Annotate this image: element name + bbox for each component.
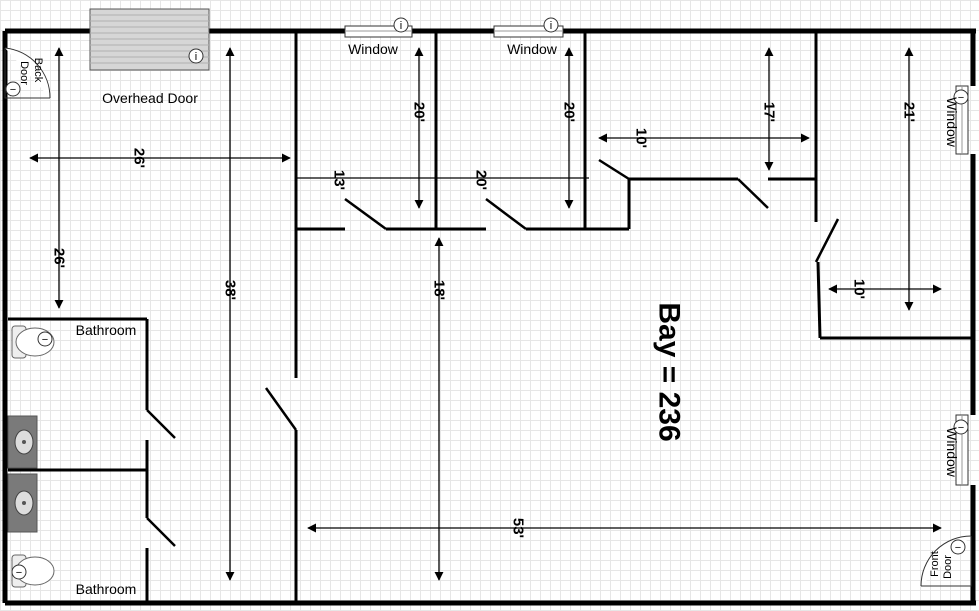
- front-door-label-line2: Door: [942, 555, 954, 579]
- minus-icon-glyph: −: [958, 92, 964, 104]
- front-door[interactable]: −: [920, 535, 972, 587]
- window-right-2-label: Window: [944, 427, 960, 478]
- dim-18: 18': [431, 280, 448, 300]
- info-icon-glyph: i: [195, 51, 197, 63]
- window-right-1-label: Window: [944, 97, 960, 148]
- dimension-arrows: [29, 47, 942, 581]
- overhead-door-label: Overhead Door: [102, 90, 198, 106]
- sink-icon: [7, 473, 38, 533]
- minus-icon-glyph: −: [10, 84, 16, 96]
- window-right-1[interactable]: −: [953, 85, 969, 155]
- dim-26-vertical: 26': [51, 248, 68, 268]
- minus-icon: −: [16, 567, 22, 579]
- toilet-icon: −: [11, 554, 55, 588]
- dim-20-office2-vertical: 20': [561, 102, 578, 122]
- info-icon[interactable]: i: [188, 48, 204, 64]
- dim-20-office1: 20': [411, 102, 428, 122]
- minus-icon[interactable]: −: [953, 89, 969, 105]
- dim-21: 21': [901, 102, 918, 122]
- minus-icon[interactable]: −: [5, 81, 21, 97]
- dim-10-office4: 10': [851, 279, 868, 299]
- bathroom-top-label: Bathroom: [76, 322, 137, 338]
- door-swings: [146, 158, 840, 547]
- back-door-label-line2: Door: [18, 61, 30, 85]
- dim-10-office3: 10': [633, 128, 650, 148]
- window-top-1[interactable]: i: [344, 17, 413, 38]
- info-icon[interactable]: i: [393, 17, 409, 33]
- dim-17: 17': [761, 102, 778, 122]
- info-icon-glyph: i: [550, 20, 552, 32]
- dim-38: 38': [222, 280, 239, 300]
- dim-26-horizontal: 26': [131, 148, 148, 168]
- minus-icon[interactable]: −: [950, 539, 966, 555]
- dim-53: 53': [510, 518, 527, 538]
- minus-icon-glyph: −: [955, 542, 961, 554]
- window-right-2[interactable]: −: [953, 414, 969, 486]
- window-top-2-label: Window: [507, 41, 558, 57]
- minus-icon[interactable]: −: [953, 419, 969, 435]
- bathroom-bottom-label: Bathroom: [76, 581, 137, 597]
- back-door-label-line1: Back: [32, 58, 44, 83]
- info-icon[interactable]: i: [543, 17, 559, 33]
- dimension-labels: 26' 26' 38' 13' 20' 20' 20' 18' 10' 17' …: [51, 102, 918, 538]
- sink-icon: [7, 415, 38, 469]
- interior-walls: [8, 31, 973, 603]
- dim-20-office2-horizontal: 20': [473, 170, 490, 190]
- outer-walls: [2, 28, 976, 606]
- back-door[interactable]: −: [4, 47, 51, 99]
- dim-13: 13': [331, 170, 348, 190]
- window-top-2[interactable]: i: [493, 17, 564, 38]
- info-icon-glyph: i: [400, 20, 402, 32]
- minus-icon: −: [42, 334, 48, 346]
- overhead-door[interactable]: i: [89, 8, 210, 71]
- window-top-1-label: Window: [348, 41, 399, 57]
- toilet-icon: −: [11, 325, 55, 359]
- minus-icon-glyph: −: [958, 422, 964, 434]
- front-door-label-line1: Front: [929, 551, 941, 577]
- bay-label: Bay = 236: [653, 302, 686, 441]
